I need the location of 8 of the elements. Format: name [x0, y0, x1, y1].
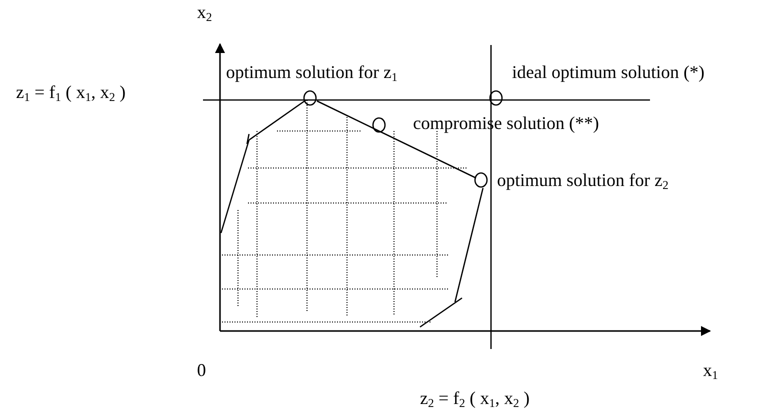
point-label: ideal optimum solution (*) — [512, 62, 704, 82]
axis-label: x$_{1}$ — [703, 360, 718, 380]
point-label: optimum solution for z$_{2}$ — [497, 170, 668, 190]
point-label: optimum solution for z$_{1}$ — [226, 62, 398, 82]
axis-label: x$_{2}$ — [197, 2, 212, 22]
equation-label: z$_{2}$ = f$_{2}$ ( x$_{1}$, x$_{2}$ ) — [420, 388, 530, 408]
equation-label: z$_{1}$ = f$_{1}$ ( x$_{1}$, x$_{2}$ ) — [16, 82, 126, 102]
origin-label: 0 — [197, 360, 206, 380]
